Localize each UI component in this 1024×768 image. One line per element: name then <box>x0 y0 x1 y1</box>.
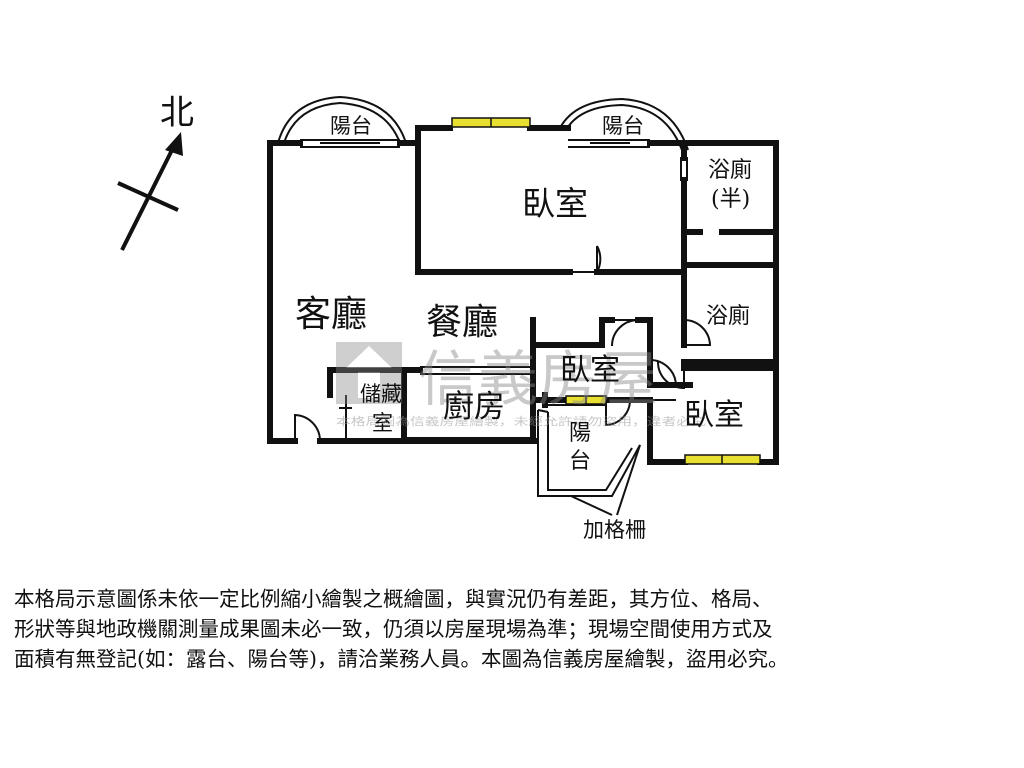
dining-room-label: 餐廳 <box>426 302 498 343</box>
compass-icon <box>117 132 183 251</box>
balcony-arcs <box>277 95 689 151</box>
disclaimer-line: 形狀等與地政機關測量成果圖未必一致，仍須以房屋現場為準；現場空間使用方式及 <box>14 617 773 641</box>
grille-label: 加格柵 <box>583 518 646 542</box>
watermark-notice: 本格局圖為信義房屋繪製，未經允許請勿盜用，違者必究 <box>336 414 706 428</box>
balcony-left-label: 陽台 <box>330 114 372 138</box>
brand-logo-icon <box>336 342 402 404</box>
bath-label: 浴廁 <box>706 304 750 329</box>
watermark: 信義房屋 本格局圖為信義房屋繪製，未經允許請勿盜用，違者必究 <box>336 342 706 428</box>
compass-north-label: 北 <box>160 93 194 133</box>
windows <box>451 117 761 465</box>
living-room-label: 客廳 <box>295 294 367 335</box>
disclaimer: 本格局示意圖係未依一定比例縮小繪製之概繪圖，與實況仍有差距，其方位、格局、 形狀… <box>14 584 1014 674</box>
disclaimer-line: 本格局示意圖係未依一定比例縮小繪製之概繪圖，與實況仍有差距，其方位、格局、 <box>14 587 773 611</box>
balcony-bottom-label-1: 陽 <box>569 421 591 446</box>
bedroom-top-label: 臥室 <box>522 184 588 223</box>
door-swings <box>294 245 712 442</box>
thin-lines <box>300 139 688 516</box>
bedroom-middle-label: 臥室 <box>560 353 620 388</box>
disclaimer-line: 面積有無登記(如：露台、陽台等)，請洽業務人員。本圖為信義房屋繪製，盜用必究。 <box>14 647 789 671</box>
floor-plan: 北 <box>117 93 779 542</box>
half-bath-label: 浴廁 <box>708 158 752 183</box>
kitchen-label: 廚房 <box>443 389 505 425</box>
balcony-right-label: 陽台 <box>602 114 644 138</box>
bedroom-right-label: 臥室 <box>684 398 744 433</box>
balcony-bottom-label-2: 台 <box>569 449 591 474</box>
storage-label-2: 室 <box>372 411 393 435</box>
watermark-brand: 信義房屋 <box>418 345 658 415</box>
storage-label-1: 儲藏 <box>360 382 402 406</box>
half-bath-note: (半) <box>711 187 750 212</box>
